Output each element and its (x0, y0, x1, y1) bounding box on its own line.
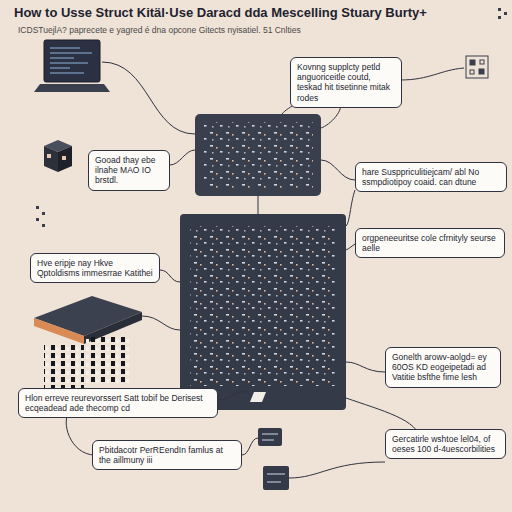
callout-text: Hlon erreve reurevorssert Satt tobif be … (25, 393, 211, 413)
callout-box: Gonelth arowv-aolgd= ey 60OS KD eogeipet… (385, 347, 501, 388)
title-icon (498, 8, 507, 19)
callout-text: Gooad thay ebe ilnahe MAO IO brstdl. (95, 155, 163, 186)
callout-box: Gercatirle wshtoe lel04, of oeses 100 d-… (385, 429, 506, 459)
grid-icon (466, 56, 488, 78)
callout-text: Gonelth arowv-aolgd= ey 60OS KD eogeipet… (392, 352, 494, 383)
callout-text: Kovnng supplcty petld anguoriceitle cout… (297, 62, 395, 103)
main-panel (180, 214, 346, 410)
small-blocks (258, 428, 289, 490)
callout-box: Hlon erreve reurevorssert Satt tobif be … (18, 388, 218, 418)
subtitle-note: ICDSTuejlA? paprecete e yagred é dna opc… (18, 25, 458, 35)
server-stack (34, 296, 142, 390)
callout-text: hare Susppriculitiejcam/ abl No ssmpdiot… (362, 167, 500, 187)
diagram-title: How to Usse Struct Kitäl·Use Daracd dda … (14, 5, 500, 20)
callout-box: Pbitdacotr PerREendIn famlus at the aill… (92, 440, 242, 470)
dotted-icon (36, 206, 45, 227)
data-panel (195, 114, 321, 196)
callout-box: Gooad thay ebe ilnahe MAO IO brstdl. (88, 150, 170, 191)
cube-icon (44, 140, 72, 172)
callout-box: Kovnng supplcty petld anguoriceitle cout… (290, 57, 402, 108)
callout-box: Hve eripje nay Hkve Qptoldisms immesrrae… (30, 253, 160, 283)
callout-text: orgpeneeuritse cole cfrnityly seurse ael… (362, 233, 498, 253)
callout-box: hare Susppriculitiejcam/ abl No ssmpdiot… (355, 162, 507, 192)
callout-text: Gercatirle wshtoe lel04, of oeses 100 d-… (392, 434, 499, 454)
callout-text: Pbitdacotr PerREendIn famlus at the aill… (99, 445, 235, 465)
laptop-icon (34, 40, 110, 92)
callout-box: orgpeneeuritse cole cfrnityly seurse ael… (355, 228, 505, 258)
callout-text: Hve eripje nay Hkve Qptoldisms immesrrae… (37, 258, 153, 278)
